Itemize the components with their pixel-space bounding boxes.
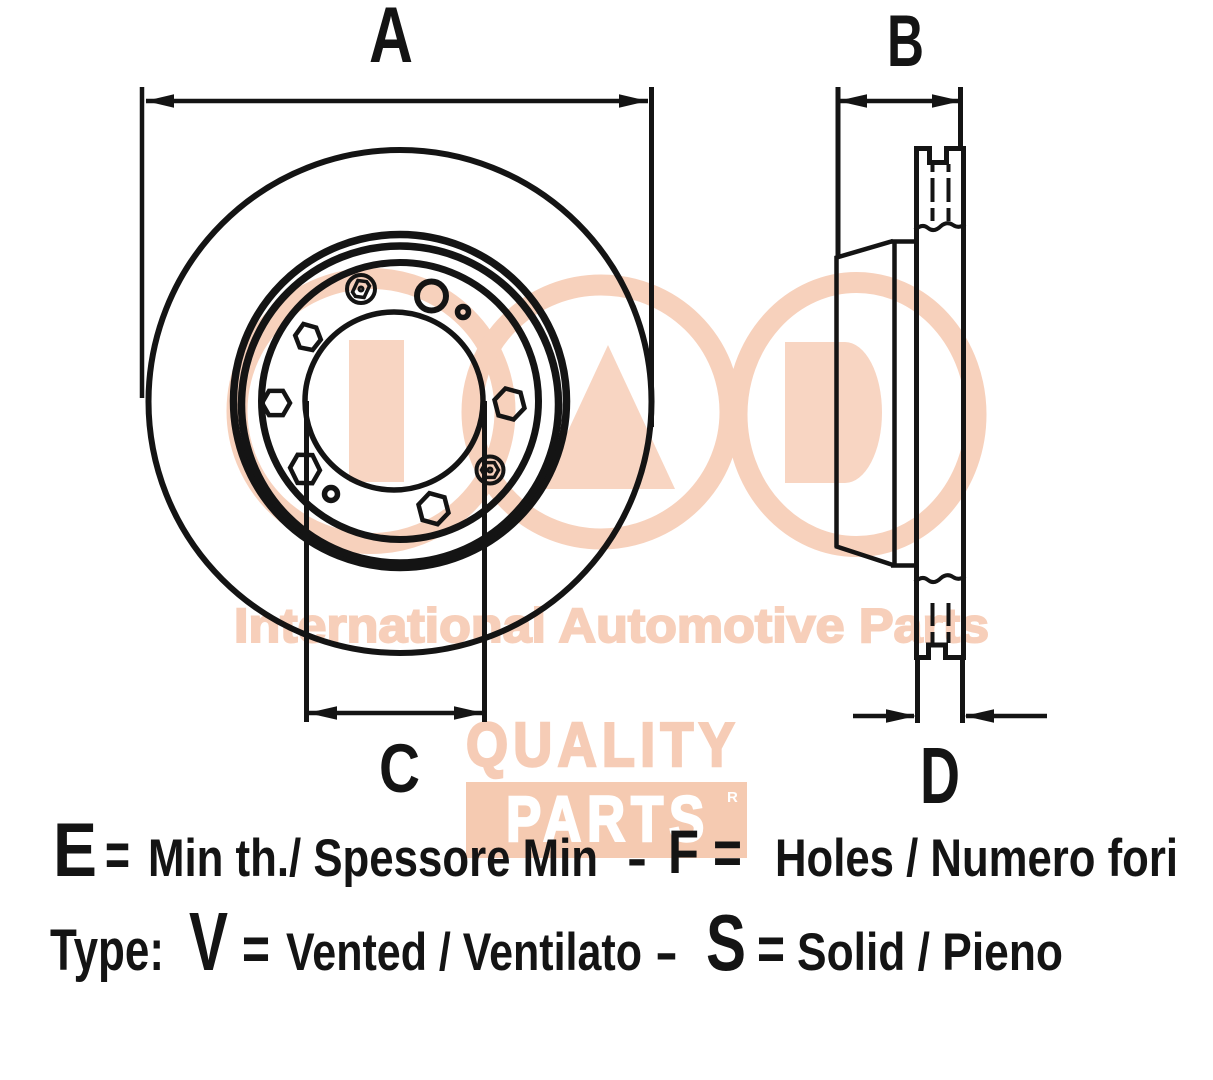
svg-text:V: V — [189, 895, 228, 988]
svg-text:=: = — [242, 915, 270, 984]
svg-text:=: = — [105, 821, 130, 890]
svg-text:Type:: Type: — [50, 918, 164, 983]
svg-text:S: S — [706, 898, 746, 987]
svg-text:E: E — [53, 808, 97, 893]
svg-text:QUALITY: QUALITY — [466, 711, 740, 780]
svg-text:Vented / Ventilato: Vented / Ventilato — [286, 923, 642, 982]
svg-text:=: = — [757, 915, 785, 984]
svg-text:B: B — [887, 1, 924, 82]
svg-text:International Automotive Parts: International Automotive Parts — [234, 600, 989, 653]
svg-text:-: - — [655, 923, 678, 982]
svg-text:A: A — [369, 0, 413, 79]
svg-text:D: D — [920, 731, 960, 820]
svg-text:Solid / Pieno: Solid / Pieno — [797, 923, 1063, 982]
svg-text:Min th./ Spessore Min: Min th./ Spessore Min — [148, 829, 598, 888]
svg-text:R: R — [727, 789, 738, 806]
svg-text:PARTS: PARTS — [506, 783, 710, 855]
svg-text:C: C — [379, 730, 420, 807]
svg-text:-: - — [627, 829, 647, 888]
svg-text:F: F — [668, 818, 699, 886]
svg-text:Holes / Numero fori: Holes / Numero fori — [775, 829, 1178, 888]
svg-text:=: = — [713, 819, 742, 888]
